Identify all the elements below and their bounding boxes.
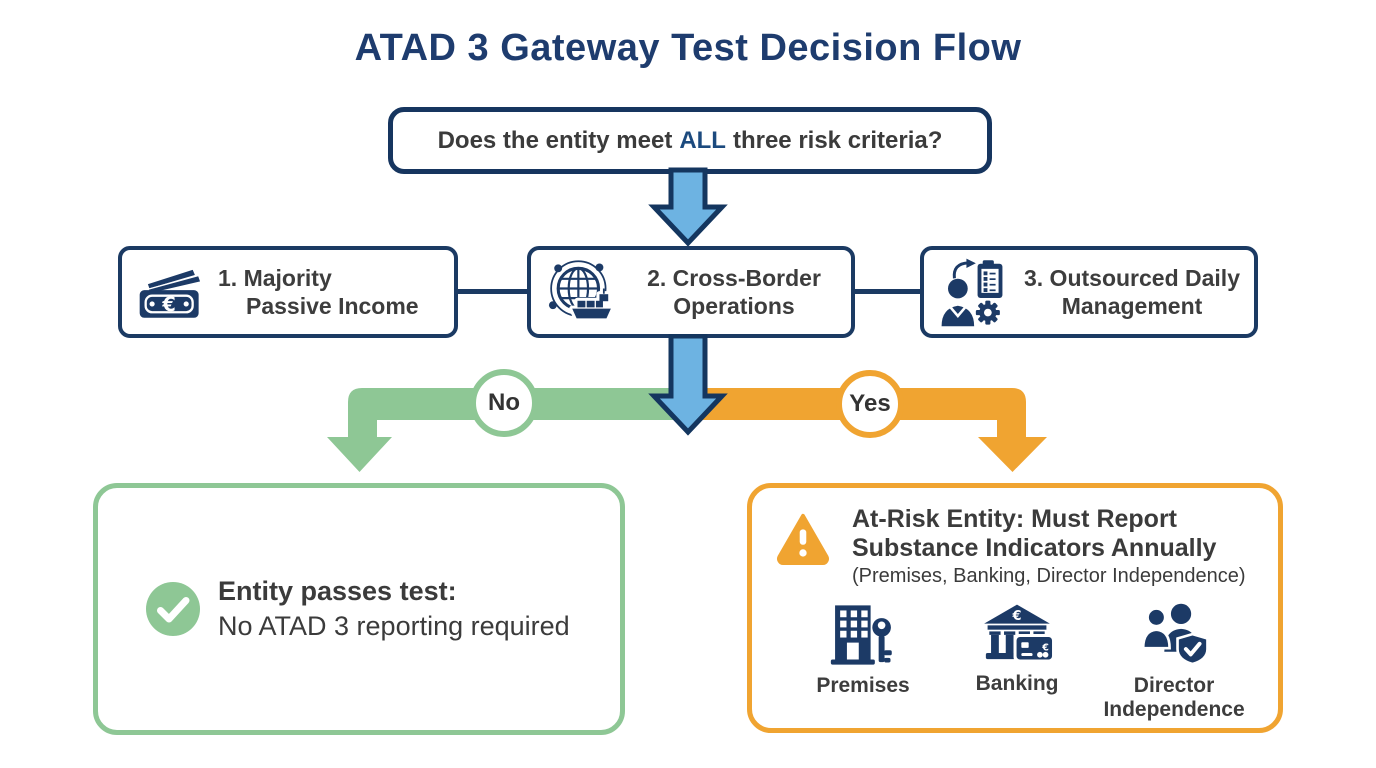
risk-title-line1: At-Risk Entity: Must Report xyxy=(852,505,1177,533)
question-suffix: three risk criteria? xyxy=(732,126,943,154)
page-title: ATAD 3 Gateway Test Decision Flow xyxy=(354,27,1022,69)
indicator-label: Director Independence xyxy=(1103,674,1245,722)
yes-branch-arrow xyxy=(680,388,1047,472)
yes-label: Yes xyxy=(849,390,891,417)
yes-label-circle: Yes xyxy=(836,370,904,438)
criterion-text: 3. Outsourced Daily Management xyxy=(1022,264,1242,320)
indicator-label: Banking xyxy=(975,672,1059,695)
globe-ship-icon xyxy=(545,256,617,328)
people-shield-icon xyxy=(1137,602,1211,668)
criterion-line1: 1. Majority xyxy=(218,264,332,291)
building-key-icon xyxy=(828,602,898,668)
down-arrow-icon xyxy=(648,334,728,436)
pass-title: Entity passes test: xyxy=(218,575,457,606)
banknote-euro-icon: € xyxy=(136,264,206,320)
criterion-box-cross-border: 2. Cross-Border Operations xyxy=(527,246,855,338)
indicator-label: Premises xyxy=(816,674,910,697)
criterion-line1: 2. Cross-Border xyxy=(647,264,821,291)
criterion-box-outsourced-management: 3. Outsourced Daily Management xyxy=(920,246,1258,338)
criterion-line2: Management xyxy=(1061,293,1203,319)
indicator-premises: Premises xyxy=(786,602,940,722)
svg-text:€: € xyxy=(1012,609,1022,624)
risk-subtitle: (Premises, Banking, Director Independenc… xyxy=(852,565,1246,587)
bank-card-icon: € € xyxy=(978,602,1056,666)
risk-title-line2: Substance Indicators Annually xyxy=(852,534,1217,562)
svg-text:€: € xyxy=(161,293,175,316)
indicator-banking: € € xyxy=(940,602,1094,722)
pass-subtitle: No ATAD 3 reporting required xyxy=(218,611,570,641)
question-prefix: Does the entity meet xyxy=(437,126,673,154)
criterion-line2: Operations xyxy=(673,293,795,319)
down-arrow-icon xyxy=(648,167,728,247)
question-box: Does the entity meet ALL three risk crit… xyxy=(388,107,992,174)
check-circle-icon xyxy=(146,582,200,636)
no-label-circle: No xyxy=(470,369,538,437)
risk-result-box: At-Risk Entity: Must Report Substance In… xyxy=(747,483,1283,733)
manager-clipboard-gear-icon xyxy=(938,256,1012,328)
svg-text:€: € xyxy=(1041,642,1049,653)
no-branch-arrow xyxy=(327,388,687,472)
criterion-text: 2. Cross-Border Operations xyxy=(629,264,839,320)
pass-result-box: Entity passes test: No ATAD 3 reporting … xyxy=(93,483,625,735)
indicator-director-independence: Director Independence xyxy=(1094,602,1254,722)
question-highlight: ALL xyxy=(679,126,726,154)
warning-icon xyxy=(774,511,832,588)
criterion-line1: 3. Outsourced Daily xyxy=(1023,264,1240,291)
criterion-line2: Passive Income xyxy=(246,293,419,319)
connector-line xyxy=(456,289,529,294)
criterion-box-passive-income: € 1. Majority Passive Income xyxy=(118,246,458,338)
connector-line xyxy=(853,289,922,294)
criterion-text: 1. Majority Passive Income xyxy=(218,264,419,320)
no-label: No xyxy=(488,389,520,416)
